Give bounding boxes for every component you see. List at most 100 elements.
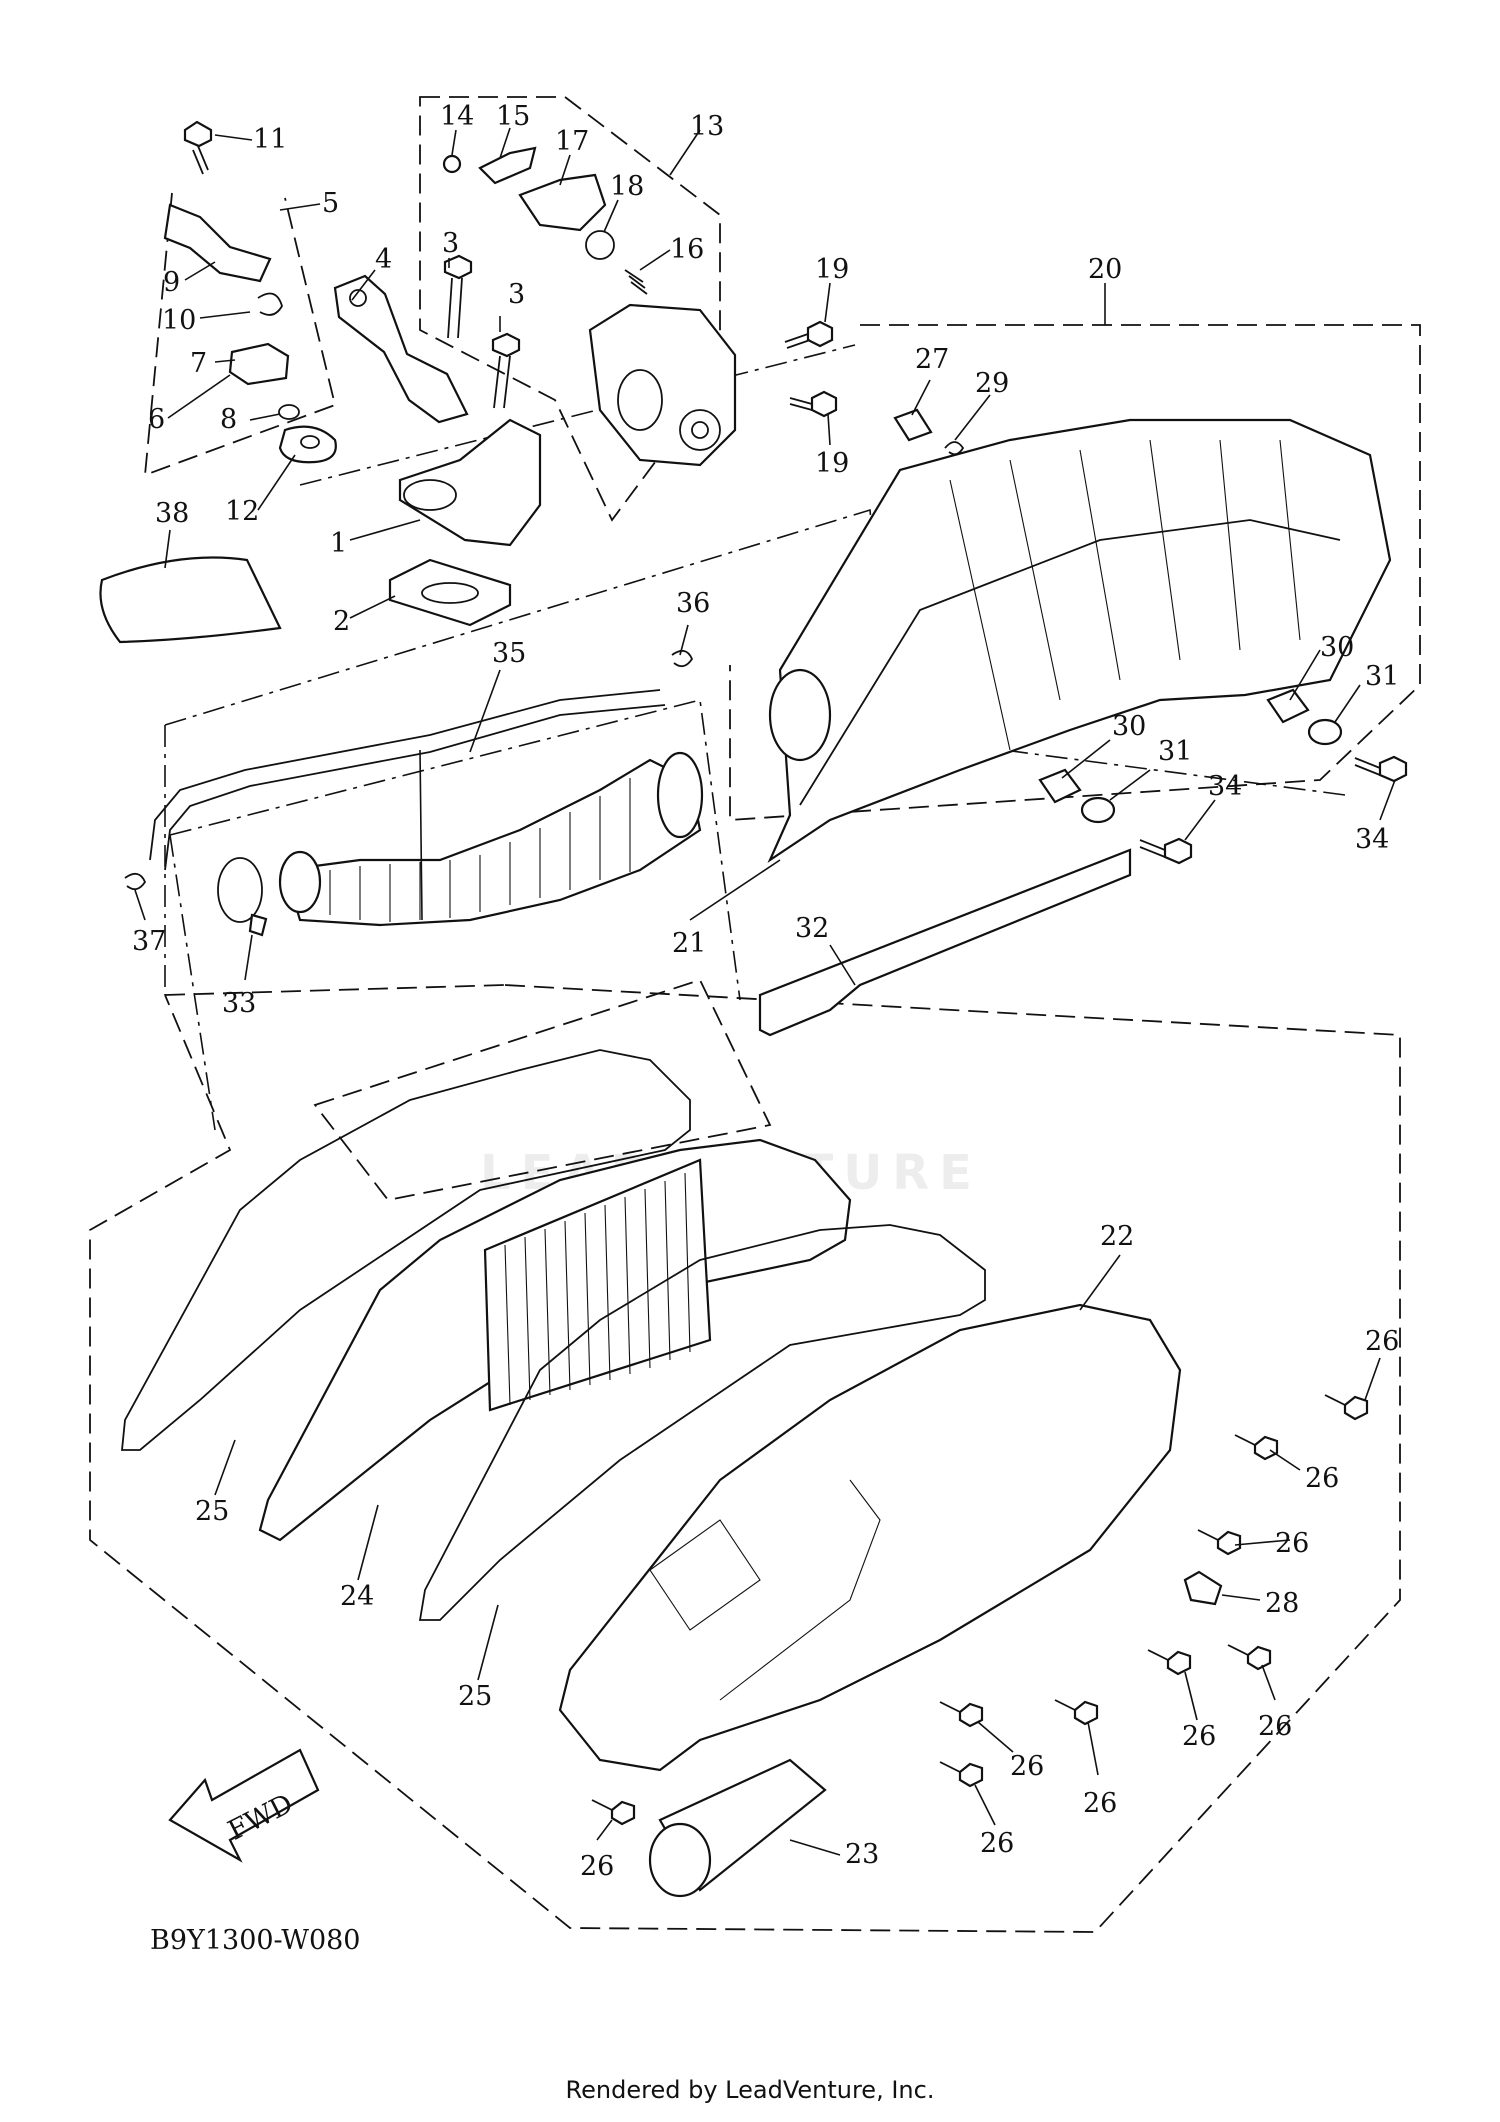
leader-5: [279, 203, 321, 211]
screw-26-6: [1073, 1700, 1099, 1726]
render-credit: Rendered by LeadVenture, Inc.: [565, 2076, 935, 2104]
duct-23-mouth: [648, 1822, 712, 1898]
callout-27: 27: [915, 344, 949, 375]
case-body: [767, 418, 1392, 864]
callout-34b: 34: [1208, 771, 1242, 802]
bolt-11-shank: [192, 145, 209, 175]
axis-line-e: [169, 834, 216, 1131]
leader-30b: [1061, 739, 1111, 779]
callout-31a: 31: [1365, 661, 1399, 692]
callout-26-3: 26: [1275, 1528, 1309, 1559]
callout-35: 35: [492, 638, 526, 669]
leader-26-9: [596, 1819, 613, 1841]
callout-26-4: 26: [1258, 1711, 1292, 1742]
callout-1: 1: [330, 528, 347, 559]
bolt-34-a-shank: [1354, 757, 1381, 776]
case-ribs: [949, 439, 1301, 751]
gasket-25-rear: [121, 1049, 691, 1451]
sensor-assembly: [163, 120, 337, 464]
leader-26-4: [1261, 1664, 1276, 1701]
bolt-3-b-head: [491, 332, 521, 358]
leader-1: [349, 519, 421, 541]
leader-26-8: [974, 1784, 996, 1826]
leader-32: [829, 944, 856, 986]
callout-3a: 3: [442, 228, 459, 259]
group-filter-outline-top: [164, 984, 506, 996]
filter-stack: [121, 1049, 1223, 1898]
leader-30a: [1289, 649, 1321, 701]
leader-17: [559, 154, 571, 186]
sensor-6: [228, 342, 290, 386]
screw-26-2: [1253, 1435, 1279, 1461]
duct-21-ribs: [329, 778, 631, 922]
leader-2: [349, 595, 396, 619]
callout-26-8: 26: [980, 1828, 1014, 1859]
leader-27: [911, 379, 931, 416]
throttle-bore: [617, 369, 663, 431]
leader-36: [679, 624, 689, 656]
callout-labels: 11 5 9 10 7 6 8 12 4 3 3 1 2 14 15 17 18…: [132, 101, 1399, 1882]
screw-26-4: [1246, 1645, 1272, 1671]
screw-26-8: [958, 1762, 984, 1788]
leader-35: [469, 669, 501, 753]
leader-25a: [214, 1439, 236, 1496]
cover-38: [99, 556, 282, 644]
bolts-3: [443, 254, 521, 409]
callout-3b: 3: [508, 279, 525, 310]
leader-26-2: [1269, 1449, 1301, 1471]
leader-18: [603, 199, 619, 233]
bolt-3-b-shank: [493, 355, 511, 409]
holder-12-hole: [300, 435, 320, 449]
leader-23: [789, 1839, 841, 1856]
screw-26-5: [1166, 1650, 1192, 1676]
leader-34a: [1379, 779, 1396, 821]
callout-26-5: 26: [1182, 1721, 1216, 1752]
part-28: [1183, 1570, 1223, 1606]
callout-9: 9: [163, 267, 180, 298]
callout-16: 16: [670, 234, 704, 265]
duct-21-mouth: [278, 850, 322, 914]
callout-31b: 31: [1158, 736, 1192, 767]
leader-15: [499, 127, 511, 159]
callout-7: 7: [190, 348, 207, 379]
callout-26-9: 26: [580, 1851, 614, 1882]
leader-31a: [1334, 684, 1361, 723]
clamp-33: [217, 857, 263, 923]
o-ring-18: [585, 230, 615, 260]
callout-23: 23: [845, 1839, 879, 1870]
axis-line-d: [299, 344, 856, 486]
leader-4: [351, 269, 376, 301]
diagram-code: B9Y1300-W080: [150, 1925, 361, 1956]
callout-13: 13: [690, 111, 724, 142]
collar-30-b: [1038, 768, 1082, 804]
bolt-19-a-shank: [784, 333, 811, 349]
case-flange: [799, 519, 1341, 806]
fwd-arrow-shape: [168, 1748, 320, 1863]
screw-26-7: [958, 1702, 984, 1728]
clip-29: [944, 441, 965, 456]
screw-26-2-shank: [1234, 1434, 1256, 1446]
callout-37: 37: [132, 926, 166, 957]
callout-11: 11: [253, 124, 287, 155]
leader-9: [184, 261, 216, 281]
group-filter-outline: [89, 984, 1401, 1933]
callout-34a: 34: [1355, 824, 1389, 855]
screw-26-9-shank: [591, 1799, 613, 1811]
callout-30b: 30: [1112, 711, 1146, 742]
callout-25a: 25: [195, 1496, 229, 1527]
clip-37: [124, 872, 147, 891]
air-filter-case: [767, 408, 1408, 865]
lever-15: [478, 146, 537, 185]
gasket-2: [388, 558, 512, 627]
leader-28: [1221, 1594, 1261, 1601]
bolt-34-b-shank: [1139, 839, 1166, 858]
leader-13: [669, 129, 701, 176]
case-inlet: [768, 668, 832, 762]
callout-21: 21: [672, 928, 706, 959]
gasket-25-front: [418, 1224, 986, 1621]
spring-16: [624, 269, 648, 295]
joint-1-port: [403, 479, 457, 511]
bolt-19-a-head: [806, 320, 834, 348]
callout-24: 24: [340, 1581, 374, 1612]
